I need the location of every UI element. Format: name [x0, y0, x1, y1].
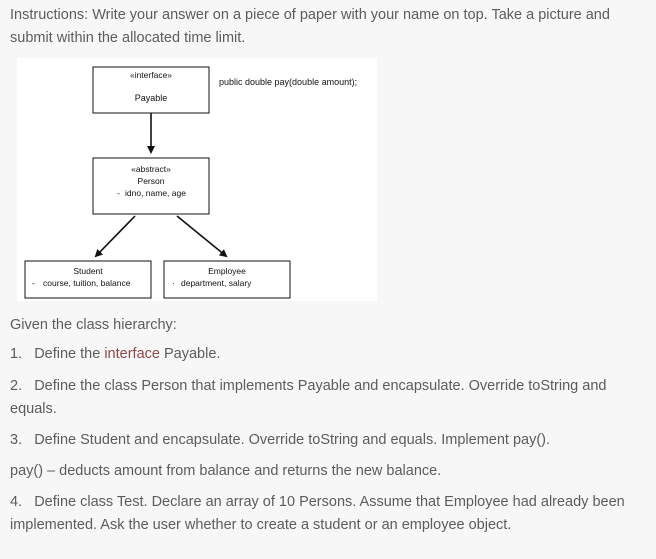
employee-bullet: ·	[172, 278, 175, 288]
list-item-1-pre: Define the	[34, 346, 105, 362]
list-item-3-text: Define Student and encapsulate. Override…	[34, 432, 551, 448]
list-item-1-post: Payable.	[159, 346, 221, 362]
arrow-person-to-employee	[176, 215, 228, 258]
list-item-4: 4. Define class Test. Declare an array o…	[10, 491, 646, 537]
payable-name: Payable	[135, 93, 168, 103]
list-item-4-text: Define class Test. Declare an array of 1…	[10, 494, 625, 533]
list-item-1: 1. Define the interface Payable.	[10, 343, 646, 366]
person-box	[92, 157, 210, 215]
person-bullet: -	[117, 188, 120, 198]
person-fields: idno, name, age	[125, 188, 186, 198]
person-name: Person	[138, 176, 165, 186]
payable-method-note: public double pay(double amount);	[219, 77, 357, 87]
payable-box	[92, 66, 210, 114]
list-item-2-number: 2.	[10, 378, 23, 394]
employee-box	[163, 260, 291, 299]
uml-diagram-svg: «interface» Payable public double pay(do…	[24, 66, 357, 299]
student-bullet: -	[32, 278, 35, 288]
employee-fields: department, salary	[181, 278, 252, 288]
person-stereotype: «abstract»	[131, 164, 171, 174]
intro-text: Given the class hierarchy:	[10, 317, 177, 333]
list-item-1-number: 1.	[10, 346, 23, 362]
pay-description: pay() – deducts amount from balance and …	[10, 463, 442, 479]
list-item-4-number: 4.	[10, 494, 23, 510]
student-name: Student	[73, 266, 103, 276]
class-hierarchy-diagram: «interface» Payable public double pay(do…	[17, 58, 377, 301]
list-item-2-text: Define the class Person that implements …	[10, 378, 607, 417]
arrow-person-to-student	[94, 215, 136, 258]
student-fields: course, tuition, balance	[43, 278, 131, 288]
instructions-text: Instructions: Write your answer on a pie…	[10, 7, 610, 46]
list-item-3-number: 3.	[10, 432, 23, 448]
employee-name: Employee	[208, 266, 246, 276]
interface-keyword: interface	[104, 346, 160, 362]
payable-stereotype: «interface»	[130, 70, 172, 80]
student-box	[24, 260, 152, 299]
list-item-2: 2. Define the class Person that implemen…	[10, 375, 646, 421]
list-item-3: 3. Define Student and encapsulate. Overr…	[10, 429, 646, 452]
